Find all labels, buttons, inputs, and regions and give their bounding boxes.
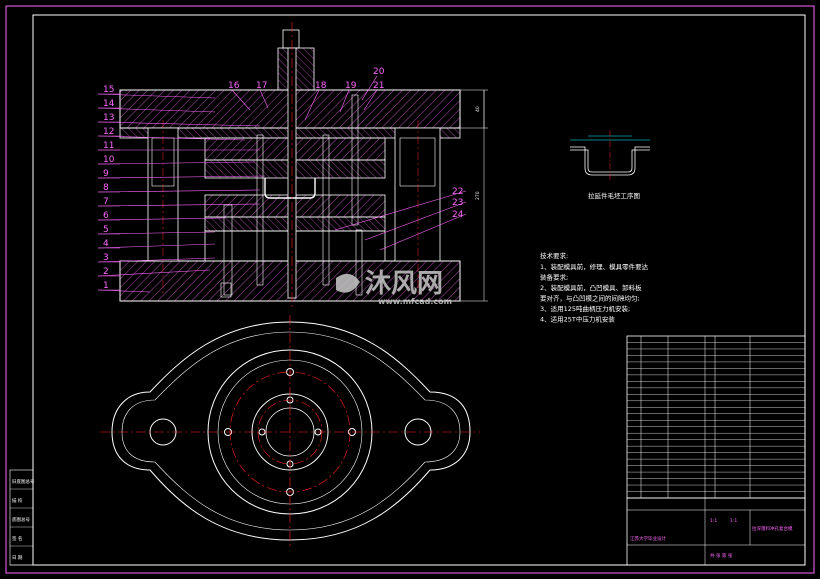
leader-line-3: [97, 257, 216, 263]
leader-line-21: [363, 89, 378, 111]
stamp-field: 描 校: [12, 497, 23, 504]
leader-line-23: [364, 201, 467, 241]
tech-requirements-title: 技术要求:: [540, 251, 568, 260]
leader-line-14: [97, 107, 216, 113]
leader-line-12: [97, 135, 246, 141]
part-label-16: 16: [228, 81, 240, 91]
tech-requirement-line: 装备要求;: [540, 273, 568, 282]
bom-table: [626, 335, 806, 499]
plan-view: [111, 321, 471, 541]
part-label-5: 5: [103, 225, 109, 235]
leader-line-15: [97, 93, 216, 99]
title-block-school: 江苏大学毕业设计: [630, 535, 666, 542]
part-label-12: 12: [103, 127, 114, 137]
stamp-field: 日 期: [12, 555, 23, 561]
part-label-14: 14: [103, 99, 115, 109]
leader-line-16: [231, 89, 251, 111]
part-sketch: [570, 130, 650, 180]
part-label-24: 24: [452, 210, 464, 220]
part-label-3: 3: [103, 253, 109, 263]
part-label-9: 9: [103, 169, 109, 179]
leader-line-20: [361, 75, 378, 101]
part-label-21: 21: [373, 81, 384, 91]
tech-requirement-line: 4、适用25T中压力机安装: [540, 315, 615, 324]
leader-lines: [97, 75, 467, 293]
stamp-field: 底图总号: [12, 516, 30, 523]
watermark-brand: 沐风网: [365, 269, 443, 299]
section-view: 40 270: [119, 22, 488, 308]
tech-requirement-line: 要对齐，与凸凹模之间的间隙均匀;: [540, 294, 640, 303]
title-block-sheet: 共 张 第 张: [710, 552, 733, 559]
leader-line-9: [97, 175, 266, 179]
part-label-15: 15: [103, 85, 114, 95]
leader-line-1: [97, 289, 151, 293]
leader-line-2: [97, 269, 211, 277]
part-label-8: 8: [103, 183, 109, 193]
tech-requirement-line: 2、装配模具前，凸凹模具、卸料板: [540, 283, 642, 292]
leader-line-5: [97, 231, 216, 235]
dim-height-total: 270: [475, 191, 481, 200]
part-label-2: 2: [103, 267, 109, 277]
part-label-13: 13: [103, 113, 114, 123]
part-label-7: 7: [103, 197, 109, 207]
leader-line-18: [304, 89, 320, 121]
stamp-field: 旧底图总号: [12, 478, 35, 485]
part-caption: 拉延件毛坯工序图: [588, 191, 640, 200]
watermark: 沐风网 www.mfcad.com: [336, 269, 452, 306]
tech-requirement-line: 3、适用125吨曲柄压力机安装;: [540, 304, 630, 313]
part-label-20: 20: [373, 67, 385, 77]
title-block-scale: 1:1: [710, 518, 717, 524]
part-label-4: 4: [103, 239, 109, 249]
inner-frame: [32, 14, 806, 566]
part-label-22: 22: [452, 187, 463, 197]
part-label-23: 23: [452, 198, 463, 208]
plan-centerlines: [100, 315, 480, 548]
leader-line-13: [97, 121, 261, 127]
title-block: 江苏大学毕业设计 拉深落料冲孔复合模 1:1 1:1 共 张 第 张: [626, 497, 806, 566]
leader-line-10: [97, 161, 256, 165]
leader-line-6: [97, 217, 226, 221]
part-label-11: 11: [103, 141, 114, 151]
part-label-6: 6: [103, 211, 109, 221]
stamp-field: 签 名: [12, 535, 22, 542]
leader-line-8: [97, 189, 261, 193]
title-block-title: 拉深落料冲孔复合模: [752, 525, 793, 532]
leader-line-7: [97, 203, 261, 207]
leader-line-22: [334, 190, 467, 231]
dim-height-top: 40: [475, 106, 481, 112]
part-label-10: 10: [103, 155, 115, 165]
part-label-18: 18: [315, 81, 327, 91]
leader-line-17: [259, 89, 269, 109]
title-block-weight: 1:1: [730, 518, 737, 524]
tech-requirements-list: 1、装配模具前，修理、模具零件要达装备要求;2、装配模具前，凸凹模具、卸料板要对…: [540, 262, 649, 324]
outer-frame: [5, 5, 815, 574]
leader-line-24: [379, 213, 467, 251]
part-label-1: 1: [103, 281, 109, 291]
watermark-url: www.mfcad.com: [378, 297, 452, 306]
leader-line-4: [97, 243, 216, 249]
part-label-17: 17: [256, 81, 267, 91]
leader-line-19: [339, 89, 350, 113]
tech-requirement-line: 1、装配模具前，修理、模具零件要达: [540, 262, 649, 271]
part-label-19: 19: [345, 81, 357, 91]
